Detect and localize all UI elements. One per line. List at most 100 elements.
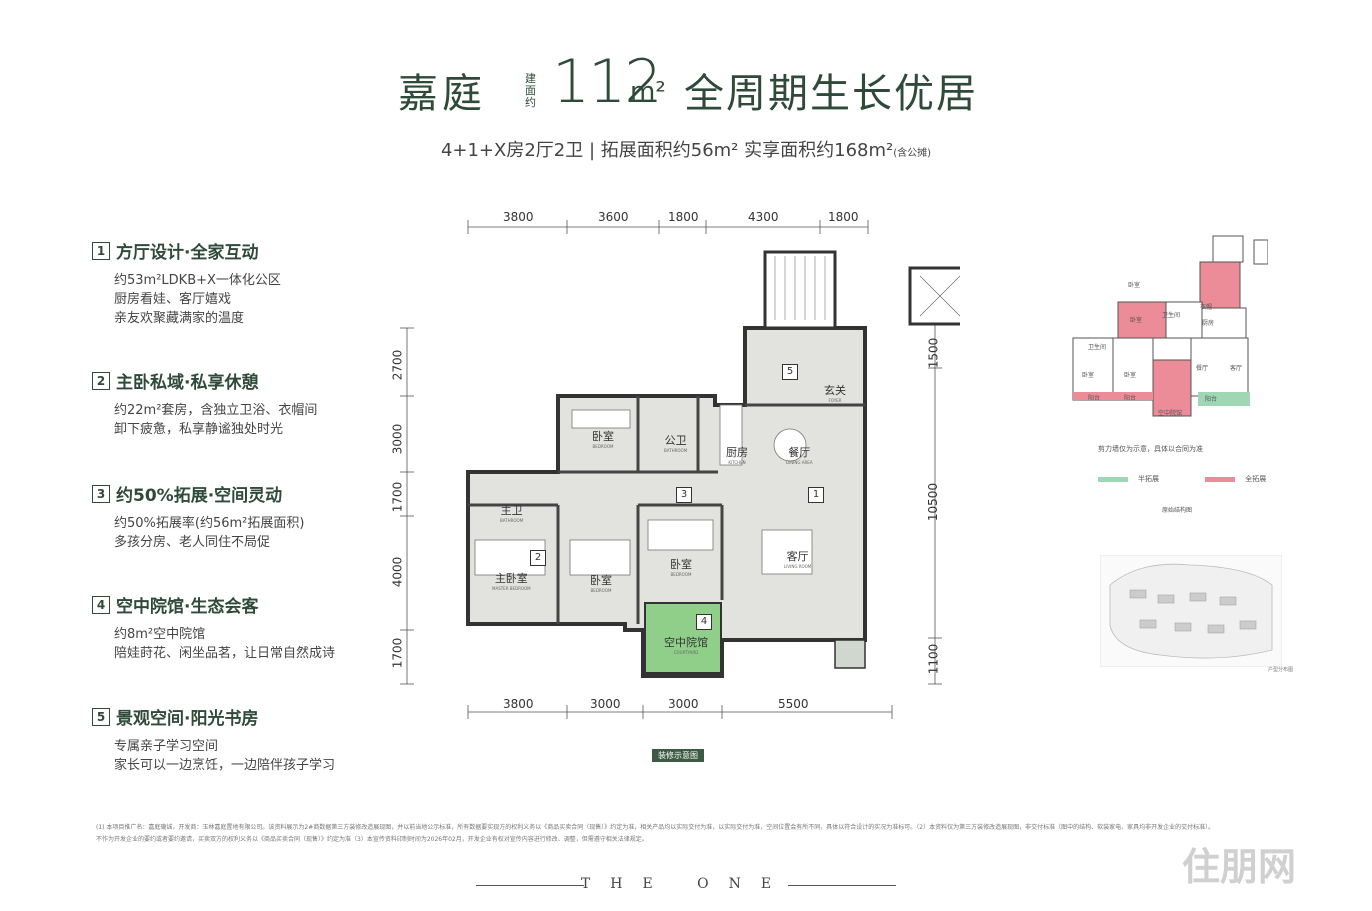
fine-print-line: (1) 本项目推广名：嘉庭瓏铖，开发商：玉林嘉庭置地有限公司。该资料展示为2#商… (96, 824, 1215, 831)
room-cn: 玄关 (824, 384, 846, 397)
room-cn: 公卫 (664, 434, 687, 447)
brand-divider-right (788, 885, 896, 886)
feature-line: 约50%拓展率(约56m²拓展面积) (114, 516, 305, 531)
marker-3: 3 (676, 487, 692, 503)
site-plan (1100, 555, 1282, 667)
elevator-shaft (908, 266, 960, 326)
key-label: 卧室 (1082, 372, 1095, 379)
room-en: BATHROOM (664, 448, 688, 453)
top-dimension-line (467, 220, 869, 234)
key-plan-legend: 半拓展 全拓展 (1098, 474, 1266, 484)
brand-mark: THE ONE (580, 876, 792, 892)
legend-swatch-half (1098, 476, 1128, 482)
area-prefix: 建面约 (525, 72, 536, 109)
feature-line: 陪娃莳花、闲坐品茗，让日常自然成诗 (114, 646, 336, 661)
area-unit: m² (630, 77, 666, 107)
stair-shaft (763, 250, 837, 330)
room-cn: 卧室 (590, 574, 612, 587)
dim-right-1: 1500 (926, 337, 941, 369)
marker-4: 4 (696, 614, 712, 630)
room-en: COURTYARD (673, 650, 699, 655)
feature-title: 空中院馆·生态会客 (116, 597, 259, 617)
dim-top-4: 4300 (748, 210, 779, 224)
key-label: 空中院馆 (1158, 410, 1183, 417)
slogan: 全周期生长优居 (684, 71, 978, 117)
room-en: BEDROOM (670, 572, 692, 577)
furniture (474, 404, 813, 576)
room-en: MASTER BEDROOM (492, 586, 531, 591)
dim-bottom-1: 3800 (503, 697, 534, 711)
room-en: BEDROOM (590, 588, 612, 593)
feature-line: 约53m²LDKB+X一体化公区 (114, 273, 281, 288)
feature-number: 3 (92, 484, 110, 503)
interior-walls (468, 396, 865, 624)
marker-5: 5 (782, 364, 798, 380)
left-dimension-line (400, 327, 414, 685)
watermark: 住朋网 (1182, 845, 1297, 889)
legend-full-label: 全拓展 (1245, 475, 1267, 483)
room-cn: 主卫 (500, 504, 523, 517)
key-room (1190, 337, 1249, 397)
dim-top-5: 1800 (828, 210, 859, 224)
key-label: 阳台 (1205, 396, 1218, 403)
balcony (834, 639, 866, 669)
key-label: 卫生间 (1088, 344, 1107, 351)
feature-line: 卸下疲惫，私享静谧独处时光 (114, 422, 284, 437)
key-room (1117, 301, 1167, 339)
room-cn: 卧室 (670, 558, 692, 571)
room-en: BEDROOM (592, 444, 614, 449)
dim-left-3: 1700 (390, 481, 405, 513)
subtitle-note: (含公摊) (893, 148, 932, 159)
key-room (1072, 337, 1114, 401)
room-en: KITCHEN (728, 460, 746, 465)
dim-left-4: 4000 (390, 556, 405, 588)
key-label: 餐厅 (1196, 365, 1209, 372)
room-cn: 厨房 (726, 446, 748, 459)
subtitle: 4+1+X房2厅2卫 | 拓展面积约56m² 实享面积约168m²(含公摊) (0, 136, 1372, 162)
key-room (1165, 301, 1203, 339)
room-en: FOYER (828, 398, 842, 403)
stair-steps (774, 256, 826, 320)
room-en: LIVING ROOM (784, 564, 812, 569)
room-cn: 卧室 (592, 430, 614, 443)
feature-number: 5 (92, 707, 110, 726)
fine-print-line: 不作为开发企业的要约或者要约邀请，买卖双方的权利义务以《商品买卖合同（现售）》约… (96, 836, 648, 843)
feature-line: 约8m²空中院馆 (114, 627, 206, 642)
legend-swatch-full (1205, 476, 1236, 482)
dim-left-5: 1700 (390, 637, 405, 669)
dim-top-1: 3800 (503, 210, 534, 224)
feature-line: 亲友欢聚藏满家的温度 (114, 311, 245, 326)
feature-line: 厨房看娃、客厅嬉戏 (114, 292, 232, 307)
site-plan-caption: 户型分布图 (1268, 667, 1294, 673)
marker-1: 1 (808, 487, 824, 503)
key-label: 厨房 (1202, 320, 1215, 327)
key-label: 阳台 (1088, 395, 1101, 402)
feature-number: 2 (92, 371, 110, 390)
renovation-tag: 装修示意图 (652, 749, 704, 762)
feature-line: 专属亲子学习空间 (114, 739, 219, 754)
key-plan-caption: 原始结构图 (1162, 507, 1193, 514)
area-value: 112 (552, 47, 663, 117)
dim-bottom-3: 3000 (668, 697, 699, 711)
feature-title: 方厅设计·全家互动 (116, 243, 259, 263)
key-balcony (1073, 392, 1153, 400)
key-label: 卧室 (1130, 317, 1143, 324)
dim-bottom-4: 5500 (778, 697, 809, 711)
key-room (1152, 359, 1192, 417)
feature-line: 约22m²套房，含独立卫浴、衣帽间 (114, 403, 318, 418)
floor-plan (400, 220, 960, 719)
fine-print: (1) 本项目推广名：嘉庭瓏铖，开发商：玉林嘉庭置地有限公司。该资料展示为2#商… (96, 822, 1296, 846)
room-en: BATHROOM (500, 518, 524, 523)
